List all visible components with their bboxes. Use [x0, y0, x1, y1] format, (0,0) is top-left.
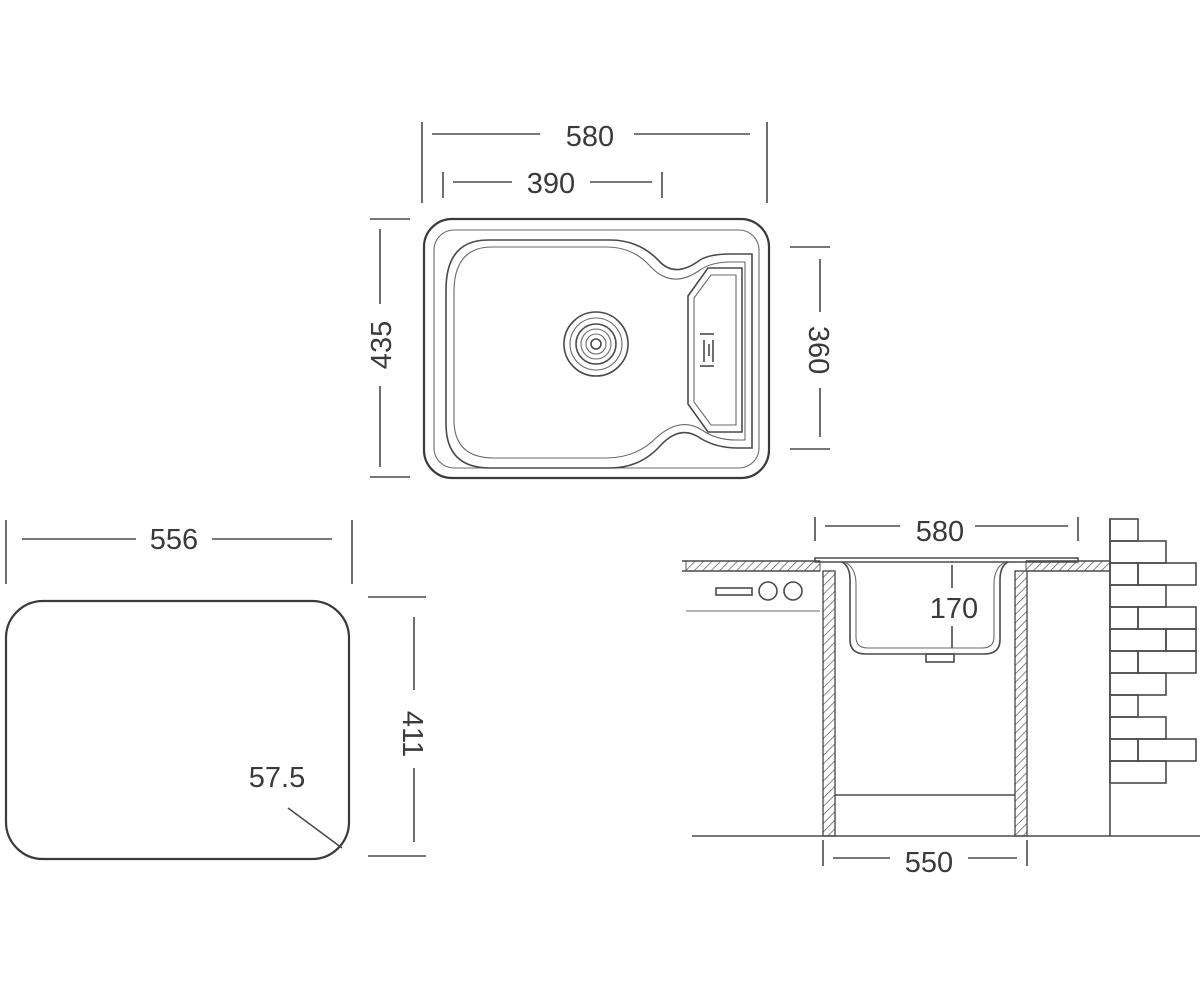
overflow-recess	[687, 267, 743, 433]
main-bowl	[445, 239, 753, 469]
corner-radius-label: 57.5	[249, 762, 305, 794]
drain-strainer-icon	[563, 311, 629, 377]
sink-section-bowl	[814, 557, 1079, 663]
top-depth-dimension: 435	[366, 218, 410, 478]
cutout-depth-label: 411	[396, 711, 428, 757]
bowl-depth-dimension: 360	[790, 246, 834, 450]
section-view: 580 170	[682, 516, 1200, 879]
countertop	[682, 560, 1111, 612]
bowl-width-dimension: 390	[442, 168, 663, 200]
cutout-depth-dimension: 411	[368, 596, 428, 857]
corner-radius-callout: 57.5	[249, 762, 343, 849]
section-width-dimension: 580	[814, 516, 1079, 548]
overflow-icon	[700, 333, 714, 367]
cutout-view: 556 411 57.5	[4, 520, 428, 861]
brick-wall	[1109, 518, 1197, 836]
bowl-height-dimension: 170	[930, 565, 978, 648]
top-bowl-width-label: 390	[527, 168, 575, 200]
sink-top-outline	[422, 217, 771, 480]
cutout-width-label: 556	[150, 524, 198, 556]
section-cabinet-width-label: 550	[905, 847, 953, 879]
top-view: 580 390 435 360	[366, 121, 834, 480]
section-bowl-height-label: 170	[930, 593, 978, 625]
cabinet-width-dimension: 550	[822, 840, 1028, 879]
drain-outlet-icon	[925, 653, 955, 663]
top-width-dimension: 580	[421, 121, 768, 203]
cutout-outline	[4, 599, 351, 861]
appliance-controls-icon	[715, 581, 803, 601]
top-overall-width-label: 580	[566, 121, 614, 153]
cabinet-panels	[822, 570, 1028, 837]
top-bowl-depth-label: 360	[802, 326, 834, 374]
section-sink-width-label: 580	[916, 516, 964, 548]
top-overall-depth-label: 435	[366, 321, 398, 369]
cutout-width-dimension: 556	[5, 520, 353, 584]
